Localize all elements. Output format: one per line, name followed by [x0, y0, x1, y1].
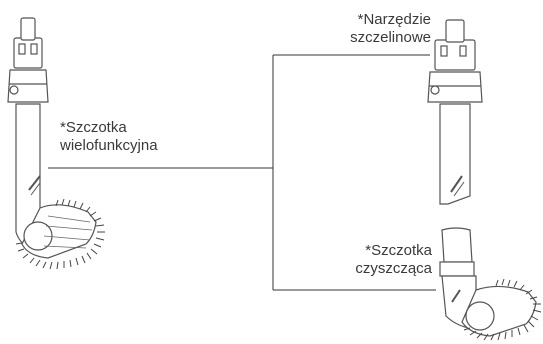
label-crevice-tool-line2: szczelinowe	[350, 29, 431, 46]
label-multifunction-brush-line1: *Szczotka	[60, 119, 127, 136]
cleaning-brush-bristles	[463, 278, 542, 341]
crevice-tool-illustration	[427, 19, 483, 205]
label-multifunction-brush: *Szczotka wielofunkcyjna	[60, 119, 158, 155]
label-cleaning-brush-line2: czyszcząca	[355, 260, 432, 277]
cleaning-brush-illustration	[439, 227, 537, 337]
label-multifunction-brush-line2: wielofunkcyjna	[60, 137, 158, 154]
multifunction-brush-bristles	[15, 198, 105, 270]
label-crevice-tool-line1: *Narzędzie	[357, 11, 431, 28]
label-crevice-tool: *Narzędzie szczelinowe	[350, 11, 431, 47]
label-cleaning-brush-line1: *Szczotka	[365, 242, 432, 259]
multifunction-brush-illustration	[7, 17, 97, 259]
label-cleaning-brush: *Szczotka czyszcząca	[355, 242, 432, 278]
connector-lines	[48, 54, 436, 291]
